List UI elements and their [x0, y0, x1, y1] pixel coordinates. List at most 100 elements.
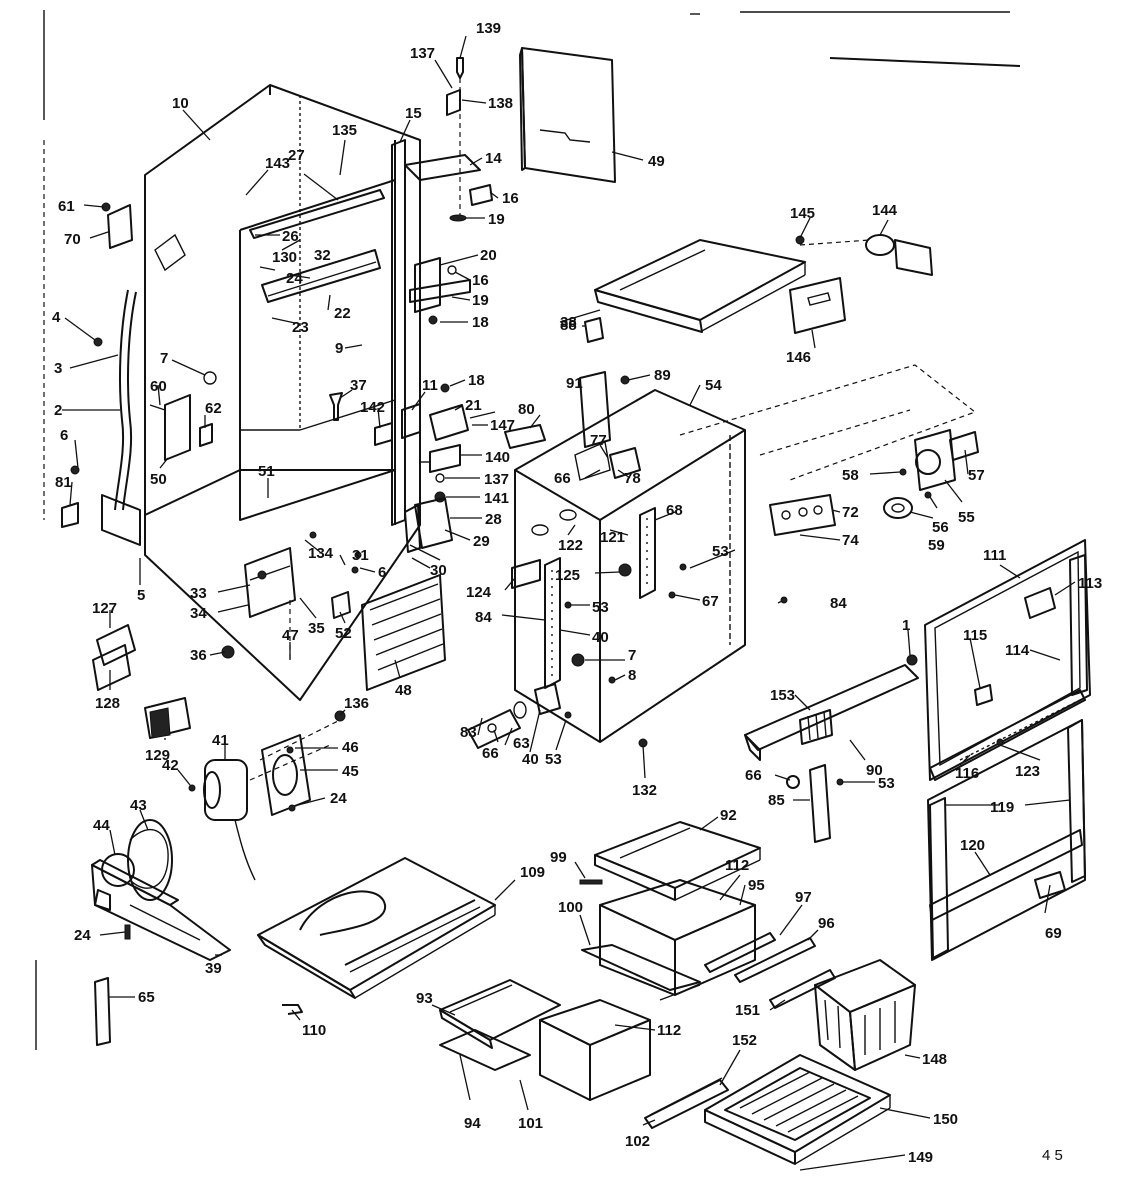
callout-100: 100 [558, 899, 583, 916]
callout-45: 45 [342, 763, 359, 780]
callout-52: 52 [335, 625, 352, 642]
callout-81: 81 [55, 474, 72, 491]
callout-22: 22 [334, 305, 351, 322]
callout-51: 51 [258, 463, 275, 480]
callout-24-top: 24 [286, 270, 303, 287]
liner-lower-parts [467, 683, 572, 749]
callout-15: 15 [405, 105, 422, 122]
callout-94: 94 [464, 1115, 481, 1132]
callout-68: 68 [666, 502, 683, 519]
callout-23: 23 [292, 319, 309, 336]
callout-127: 127 [92, 600, 117, 617]
crisper-cover-92 [579, 821, 761, 901]
callout-58: 58 [842, 467, 859, 484]
callout-16-top: 16 [502, 190, 519, 207]
callout-80: 80 [518, 401, 535, 418]
callout-8: 8 [628, 667, 636, 684]
callout-90: 90 [866, 762, 883, 779]
callout-113: 113 [1078, 575, 1102, 592]
callout-6-left: 6 [60, 427, 68, 444]
callout-33: 33 [190, 585, 207, 602]
callout-115: 115 [963, 627, 987, 644]
callout-84-left: 84 [475, 609, 492, 626]
callout-66-upper: 66 [554, 470, 571, 487]
callout-30: 30 [430, 562, 447, 579]
control-72-74 [769, 494, 836, 536]
callout-92: 92 [720, 807, 737, 824]
callout-53-right: 53 [878, 775, 895, 792]
callout-31: 31 [352, 547, 369, 564]
cabinet-crossbars [154, 189, 385, 303]
callout-72: 72 [842, 504, 859, 521]
callout-29: 29 [473, 533, 490, 550]
callout-labels: 139 137 138 10 15 14 16 19 49 135 27 143… [52, 20, 1102, 1166]
callout-7-lower: 7 [628, 647, 636, 664]
callout-18-mid: 18 [472, 314, 489, 331]
side-tubing [101, 289, 141, 546]
callout-19-top: 19 [488, 211, 505, 228]
callout-27: 27 [288, 147, 305, 164]
callout-3: 3 [54, 360, 62, 377]
left-hardware [61, 337, 217, 528]
callout-59: 59 [928, 537, 945, 554]
callout-136: 136 [344, 695, 369, 712]
callout-35: 35 [308, 620, 325, 637]
callout-130: 130 [272, 249, 297, 266]
callout-88: 88 [560, 317, 577, 334]
callout-70: 70 [64, 231, 81, 248]
callout-139: 139 [476, 20, 501, 37]
cabinet-bottom-hardware [221, 531, 362, 660]
crisper-front-90 [744, 654, 919, 761]
callout-114: 114 [1005, 642, 1030, 659]
part-110 [282, 1004, 303, 1015]
callout-14: 14 [485, 150, 502, 167]
callout-1: 1 [902, 617, 910, 634]
callout-129: 129 [145, 747, 170, 764]
light-switch-144 [789, 234, 933, 334]
callout-153: 153 [770, 687, 795, 704]
basket-148 [814, 959, 916, 1071]
evaporator-cover [679, 364, 979, 519]
callout-11: 11 [422, 377, 438, 394]
callout-55: 55 [958, 509, 975, 526]
page-number: 4 5 [1042, 1147, 1063, 1164]
callout-56: 56 [932, 519, 949, 536]
callout-112-upper: 112 [725, 857, 749, 874]
callout-137-mid: 137 [484, 471, 509, 488]
callout-18-lower: 18 [468, 372, 485, 389]
callout-69: 69 [1045, 925, 1062, 942]
fresh-food-liner-54 [514, 389, 746, 743]
callout-43: 43 [130, 797, 147, 814]
callout-6-mid: 6 [378, 564, 386, 581]
callout-152: 152 [732, 1032, 757, 1049]
callout-67: 67 [702, 593, 719, 610]
callout-97: 97 [795, 889, 812, 906]
callout-123: 123 [1015, 763, 1040, 780]
callout-151: 151 [735, 1002, 760, 1019]
part-127-128 [92, 624, 136, 691]
callout-111: 111 [983, 547, 1006, 564]
callout-121: 121 [600, 529, 625, 546]
callout-110: 110 [302, 1022, 326, 1039]
bracket-61-70 [101, 202, 133, 249]
callout-119: 119 [990, 799, 1014, 816]
callout-60: 60 [150, 378, 167, 395]
liner-fasteners [564, 563, 788, 748]
callout-95: 95 [748, 877, 765, 894]
callout-77: 77 [590, 432, 607, 449]
callout-132: 132 [632, 782, 657, 799]
bracket-strip-85 [786, 764, 844, 843]
callout-134: 134 [308, 545, 334, 562]
callout-83: 83 [460, 724, 477, 741]
callout-50: 50 [150, 471, 167, 488]
callout-63: 63 [513, 735, 530, 752]
callout-109: 109 [520, 864, 545, 881]
callout-10: 10 [172, 95, 189, 112]
callout-128: 128 [95, 695, 120, 712]
callout-142: 142 [360, 399, 385, 416]
callout-147: 147 [490, 417, 515, 434]
callout-49: 49 [648, 153, 665, 170]
callout-137-top: 137 [410, 45, 435, 62]
